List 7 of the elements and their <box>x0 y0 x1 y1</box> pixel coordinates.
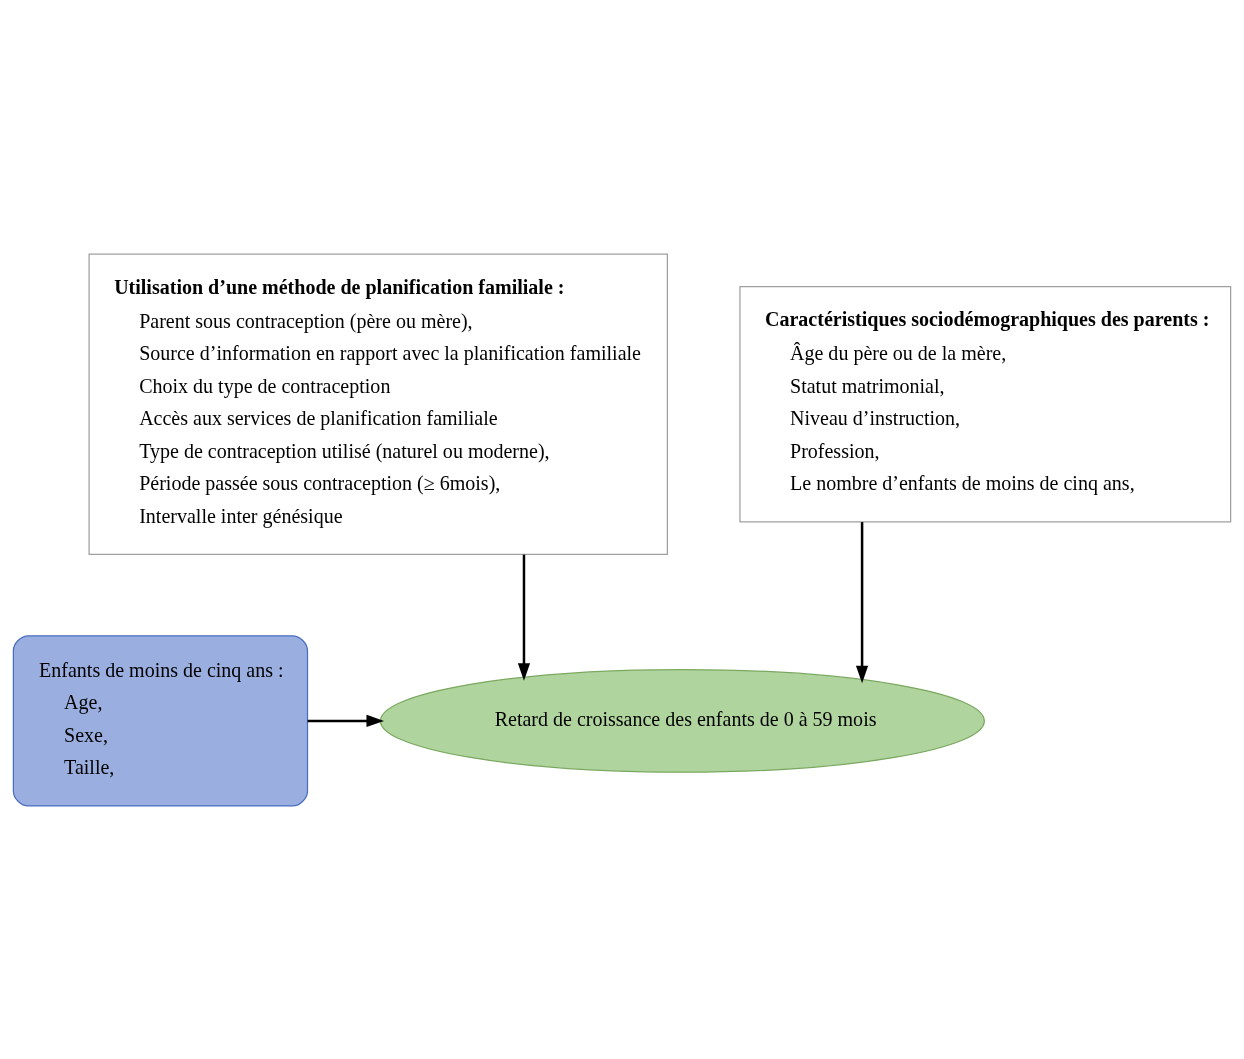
arrow <box>307 714 385 727</box>
node-box: Utilisation d’une méthode de planification familiale : Parent sous contraception (père ou mère), Source d’information en rapport avec la planification familiale Choix du type de contraception Accès aux services de planification familiale Type de contraception utilisé (naturel ou moderne), Période passée sous contraception (≥ 6mois), Intervalle inter génésique <box>88 252 668 555</box>
arrow <box>517 554 531 681</box>
arrow <box>855 521 869 683</box>
node-box: Caractéristiques sociodémographiques des parents : Âge du père ou de la mère, Statut matrimonial, Niveau d’instruction, Profession, Le nombre d’enfants de moins de cinq ans, <box>739 285 1232 522</box>
node-box: Enfants de moins de cinq ans : Age, Sexe, Taille, <box>12 634 309 807</box>
node-ellipse: Retard de croissance des enfants de 0 à 59 mois <box>379 668 985 773</box>
